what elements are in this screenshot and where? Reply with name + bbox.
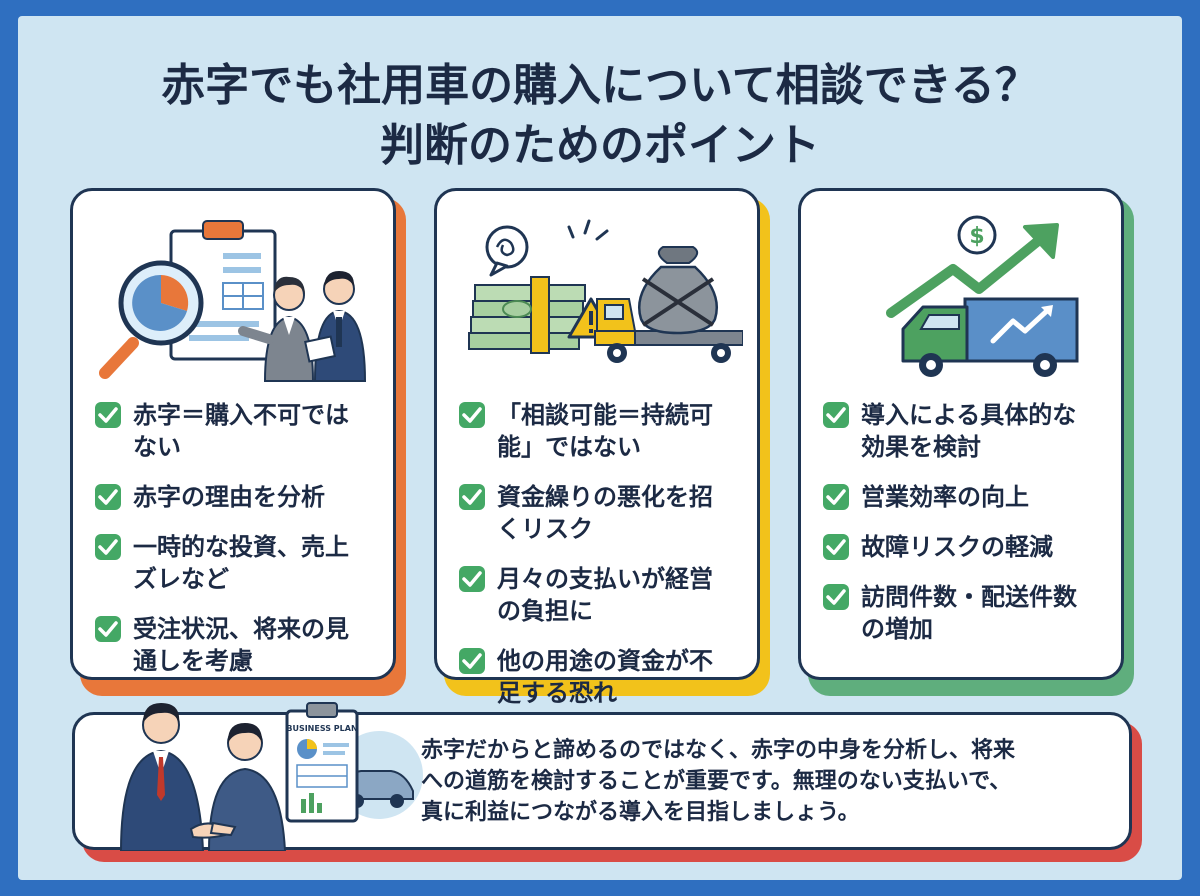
summary-line-1: 赤字だからと諦めるのではなく、赤字の中身を分析し、将来 bbox=[421, 738, 1016, 763]
item-text: 一時的な投資、売上ズレなど bbox=[133, 533, 349, 593]
list-item: 他の用途の資金が不足する恐れ bbox=[459, 645, 749, 709]
check-icon bbox=[459, 402, 485, 428]
summary-text: 赤字だからと諦めるのではなく、赤字の中身を分析し、将来 への道筋を検討することが… bbox=[421, 735, 1121, 828]
item-text: 受注状況、将来の見通しを考慮 bbox=[133, 615, 349, 675]
item-text: 訪問件数・配送件数の増加 bbox=[861, 583, 1077, 643]
check-icon bbox=[823, 534, 849, 560]
list-item: 一時的な投資、売上ズレなど bbox=[95, 531, 385, 595]
check-icon bbox=[459, 566, 485, 592]
business-plan-label: BUSINESS PLAN bbox=[286, 724, 357, 733]
item-text: 営業効率の向上 bbox=[861, 483, 1029, 511]
summary-card: BUSINESS PLAN bbox=[72, 702, 1132, 852]
svg-text:$: $ bbox=[969, 224, 984, 249]
item-text: 赤字＝購入不可ではない bbox=[133, 401, 349, 461]
item-text: 資金繰りの悪化を招くリスク bbox=[497, 483, 713, 543]
card-body: 「相談可能＝持続可能」ではない 資金繰りの悪化を招くリスク 月々の支払いが経営の… bbox=[434, 188, 760, 707]
check-icon bbox=[95, 616, 121, 642]
card-cashflow-risk: 「相談可能＝持続可能」ではない 資金繰りの悪化を招くリスク 月々の支払いが経営の… bbox=[434, 188, 770, 707]
list-item: 赤字の理由を分析 bbox=[95, 481, 385, 513]
list-item: 故障リスクの軽減 bbox=[823, 531, 1113, 563]
check-icon bbox=[459, 648, 485, 674]
truck-growth-arrow-icon: $ bbox=[821, 213, 1107, 383]
summary-panel: BUSINESS PLAN bbox=[72, 702, 1142, 864]
title-line-1: 赤字でも社用車の購入について相談できる？ bbox=[161, 60, 1039, 111]
item-text: 導入による具体的な効果を検討 bbox=[861, 401, 1077, 461]
list-item: 赤字＝購入不可ではない bbox=[95, 399, 385, 463]
infographic-frame: 赤字でも社用車の購入について相談できる？ 判断のためのポイント bbox=[18, 16, 1182, 880]
list-item: 訪問件数・配送件数の増加 bbox=[823, 581, 1113, 645]
check-icon bbox=[823, 584, 849, 610]
card-effects: $ 導入による具体的な効果を検討 bbox=[798, 188, 1134, 696]
list-item: 月々の支払いが経営の負担に bbox=[459, 563, 749, 627]
magnifier-report-people-icon bbox=[93, 213, 379, 383]
item-text: 「相談可能＝持続可能」ではない bbox=[497, 401, 713, 461]
money-truck-chained-bag-icon bbox=[457, 213, 744, 383]
check-icon bbox=[823, 484, 849, 510]
list-item: 資金繰りの悪化を招くリスク bbox=[459, 481, 749, 545]
list-item: 「相談可能＝持続可能」ではない bbox=[459, 399, 749, 463]
card-body: $ 導入による具体的な効果を検討 bbox=[798, 188, 1124, 680]
item-text: 赤字の理由を分析 bbox=[133, 483, 325, 511]
item-text: 故障リスクの軽減 bbox=[861, 533, 1053, 561]
list-item: 営業効率の向上 bbox=[823, 481, 1113, 513]
card-items: 「相談可能＝持続可能」ではない 資金繰りの悪化を招くリスク 月々の支払いが経営の… bbox=[459, 399, 749, 727]
list-item: 受注状況、将来の見通しを考慮 bbox=[95, 613, 385, 677]
check-icon bbox=[95, 402, 121, 428]
page-title: 赤字でも社用車の購入について相談できる？ 判断のためのポイント bbox=[18, 56, 1182, 176]
check-icon bbox=[459, 484, 485, 510]
item-text: 他の用途の資金が不足する恐れ bbox=[497, 647, 713, 707]
list-item: 導入による具体的な効果を検討 bbox=[823, 399, 1113, 463]
title-line-2: 判断のためのポイント bbox=[380, 120, 820, 171]
summary-line-2: への道筋を検討することが重要です。無理のない支払いで、 bbox=[421, 769, 1012, 794]
card-body: 赤字＝購入不可ではない 赤字の理由を分析 一時的な投資、売上ズレなど 受注状況、… bbox=[70, 188, 396, 680]
item-text: 月々の支払いが経営の負担に bbox=[497, 565, 713, 625]
card-reason-analysis: 赤字＝購入不可ではない 赤字の理由を分析 一時的な投資、売上ズレなど 受注状況、… bbox=[70, 188, 406, 696]
card-items: 赤字＝購入不可ではない 赤字の理由を分析 一時的な投資、売上ズレなど 受注状況、… bbox=[95, 399, 385, 695]
check-icon bbox=[95, 484, 121, 510]
handshake-business-plan-icon: BUSINESS PLAN bbox=[95, 695, 425, 852]
card-items: 導入による具体的な効果を検討 営業効率の向上 故障リスクの軽減 訪問件数・配送件… bbox=[823, 399, 1113, 663]
check-icon bbox=[823, 402, 849, 428]
summary-line-3: 真に利益につながる導入を目指しましょう。 bbox=[421, 800, 860, 825]
check-icon bbox=[95, 534, 121, 560]
